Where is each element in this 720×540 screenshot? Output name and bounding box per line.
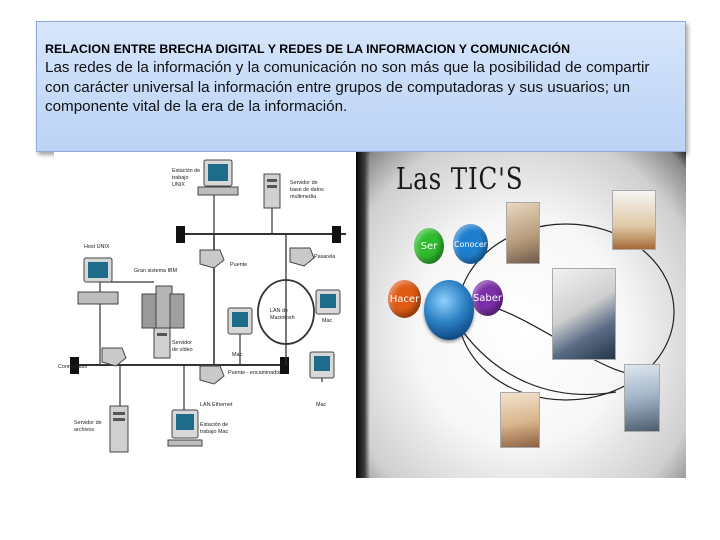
label-video-server-2: de vídeo (172, 347, 193, 353)
mac-bottom-icon (310, 352, 334, 378)
label-mac-ws-1: Estación de (200, 422, 228, 428)
ibm-mainframe-icon (142, 286, 184, 328)
label-lan-mac-2: Macintosh (270, 315, 295, 321)
photo-laptop-icon (552, 268, 616, 360)
label-lan-mac-1: LAN de (270, 308, 288, 314)
photo-desk-icon (612, 190, 656, 250)
label-video-server-1: Servidor (172, 340, 192, 346)
label-mm-server-1: Servidor de (290, 180, 318, 186)
label-workstation-3: UNIX (172, 182, 185, 188)
photo-user-icon (624, 364, 660, 432)
bubble-saber: Saber (472, 280, 503, 316)
network-diagram-svg: Estación de trabajo UNIX Servidor de bas… (54, 152, 356, 462)
file-server-icon (110, 406, 128, 452)
label-workstation-2: trabajo (172, 175, 188, 181)
label-host-unix: Host UNIX (84, 244, 110, 250)
label-gateway: Pasarela (314, 254, 335, 260)
slide-title: RELACION ENTRE BRECHA DIGITAL Y REDES DE… (45, 42, 677, 56)
label-ethernet: LAN Ethernet (200, 402, 233, 408)
label-mm-server-2: base de datos (290, 187, 324, 193)
video-server-mac-icon (228, 308, 252, 334)
label-bridge: Puente (230, 262, 247, 268)
host-unix-icon (78, 258, 118, 304)
label-router-bridge: Puente - encaminador (228, 370, 281, 376)
router-bridge-icon (200, 366, 224, 384)
tics-panel: Las TIC'S Ser Conocer Hacer Saber (356, 152, 686, 478)
top-bus-right-terminator (332, 226, 341, 243)
label-mac-bottom: Mac (316, 402, 326, 408)
label-mac-right: Mac (322, 318, 332, 324)
globe-icon (424, 280, 474, 340)
label-workstation-1: Estación de (172, 168, 200, 174)
workstation-unix-icon (198, 160, 238, 195)
label-file-server-1: Servidor de (74, 420, 102, 426)
bridge-icon (200, 250, 224, 268)
text-box: RELACION ENTRE BRECHA DIGITAL Y REDES DE… (36, 21, 686, 152)
bottom-bus-right-terminator (280, 357, 289, 374)
video-server-icon (154, 328, 170, 358)
label-switch: Conmutador (58, 364, 88, 370)
label-mac-ws-2: trabajo Mac (200, 429, 228, 435)
photo-people-icon (506, 202, 540, 264)
network-diagram: Estación de trabajo UNIX Servidor de bas… (54, 152, 356, 462)
bubble-hacer: Hacer (388, 280, 421, 318)
label-file-server-2: archivos (74, 427, 94, 433)
mac-workstation-icon (168, 410, 202, 446)
slide-body: Las redes de la información y la comunic… (45, 58, 677, 117)
bubble-conocer: Conocer (453, 224, 488, 264)
gateway-icon (290, 248, 314, 266)
photo-child-icon (500, 392, 540, 448)
label-mm-server-3: multimedia (290, 194, 316, 200)
multimedia-server-icon (264, 174, 280, 208)
label-ibm: Gran sistema IBM (134, 268, 178, 274)
switch-icon (102, 348, 126, 366)
label-mac-center: Mac (232, 352, 242, 358)
tics-title: Las TIC'S (396, 162, 523, 197)
bubble-ser: Ser (414, 228, 444, 264)
mac-right-icon (316, 290, 340, 314)
top-bus-left-terminator (176, 226, 185, 243)
